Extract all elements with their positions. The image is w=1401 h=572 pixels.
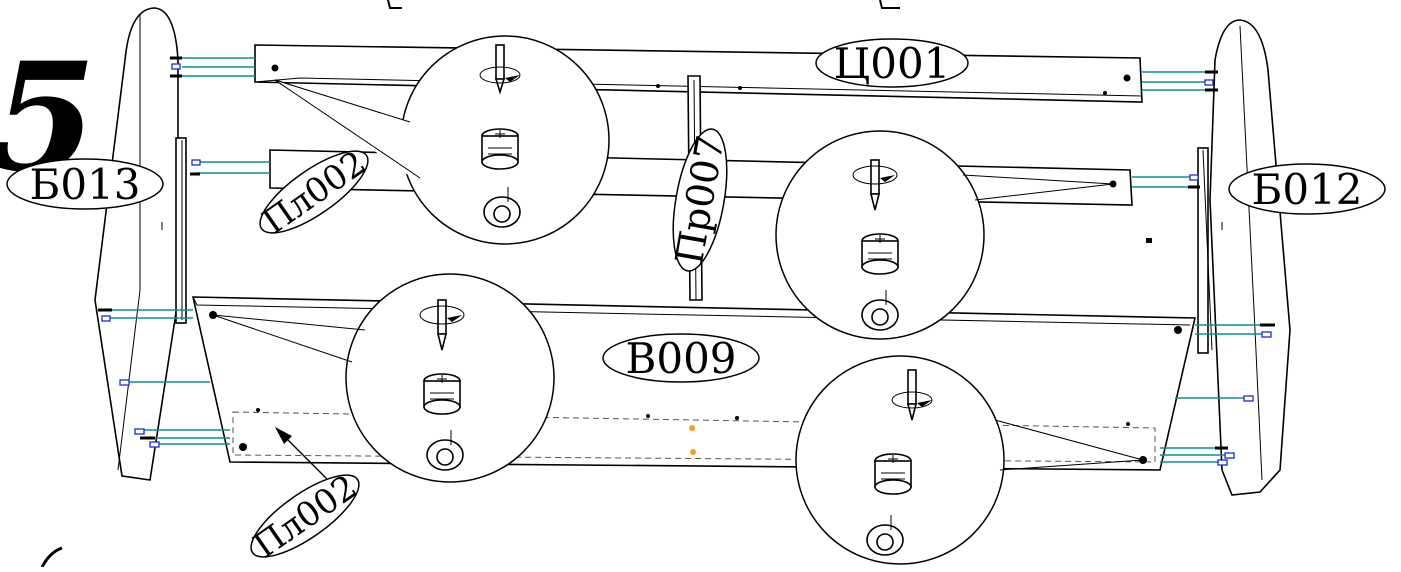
left-side-edge-strip: [175, 137, 187, 324]
label-side-right-text: Б012: [1251, 165, 1362, 214]
right-connectors: [1132, 70, 1275, 466]
rotate-arrow-icon: [880, 175, 895, 182]
label-shelf-top: Ц001: [815, 38, 969, 88]
pointer-arrow: [275, 427, 331, 483]
label-side-left: Б013: [6, 158, 164, 210]
screwdriver-icon: [891, 369, 933, 421]
label-front-panel-text: В009: [625, 334, 736, 383]
cam-hole-icon: [861, 290, 899, 331]
callout-cam-lock-2: [775, 130, 1114, 340]
right-side-edge-strip: [1197, 147, 1209, 354]
cam-hole-icon: [866, 515, 904, 556]
cam-lock-icon: [481, 128, 519, 170]
cam-lock-icon: [423, 373, 461, 415]
label-plate-bottom: Пл002: [247, 467, 365, 566]
cam-hole-dot: [271, 64, 279, 72]
label-front-panel: В009: [602, 333, 760, 383]
front-panel: [191, 296, 1197, 471]
label-side-left-text: Б013: [29, 160, 140, 209]
left-side-panel: [94, 7, 187, 481]
rotate-arrow-icon: [505, 75, 520, 82]
label-side-right: Б012: [1228, 163, 1386, 215]
cam-lock-icon: [861, 233, 899, 275]
cam-hole-icon: [426, 430, 464, 471]
screwdriver-icon: [852, 159, 898, 211]
callout-cam-lock-4: [795, 355, 1144, 565]
left-connectors: [98, 56, 270, 448]
screwdriver-icon: [419, 299, 465, 351]
rotate-arrow-icon: [917, 400, 932, 407]
cam-lock-icon: [874, 453, 912, 495]
cam-hole-icon: [483, 187, 521, 228]
label-shelf-top-text: Ц001: [834, 39, 951, 88]
marker-dot: [689, 425, 695, 431]
rotate-arrow-icon: [447, 315, 462, 322]
callout-cam-lock-3: [212, 273, 555, 483]
screwdriver-icon: [479, 44, 521, 95]
callout-cam-lock-1: [274, 35, 610, 245]
label-partition: Пр007: [667, 128, 733, 272]
right-side-panel: [1197, 19, 1291, 496]
label-plate-bottom-text: Пл002: [247, 467, 365, 566]
